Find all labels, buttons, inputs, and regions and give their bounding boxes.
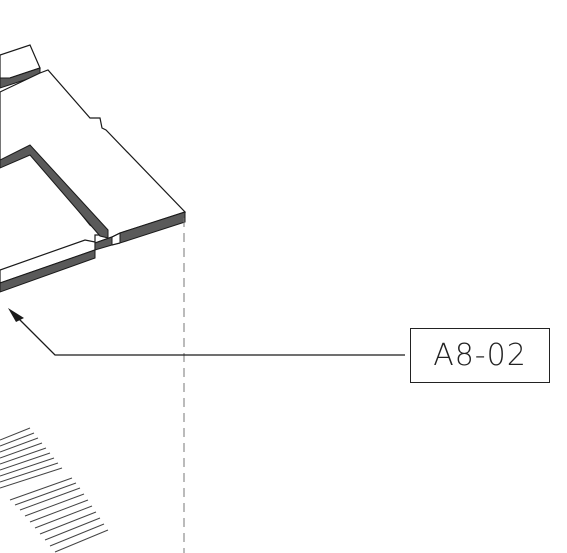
frame-front-edge [119, 211, 186, 244]
frame-inner-edge [0, 144, 109, 239]
frame-panel [0, 69, 187, 293]
part-callout-box: A8-02 [410, 328, 550, 383]
frame-lower-edge [0, 249, 96, 293]
heatsink-fins-lower [9, 477, 109, 553]
callout-leader [8, 308, 405, 356]
leader-arrowhead [8, 308, 24, 322]
part-number-label: A8-02 [433, 338, 527, 373]
upper-plate-fragment [0, 44, 41, 89]
heatsink-fins-upper [0, 427, 63, 489]
